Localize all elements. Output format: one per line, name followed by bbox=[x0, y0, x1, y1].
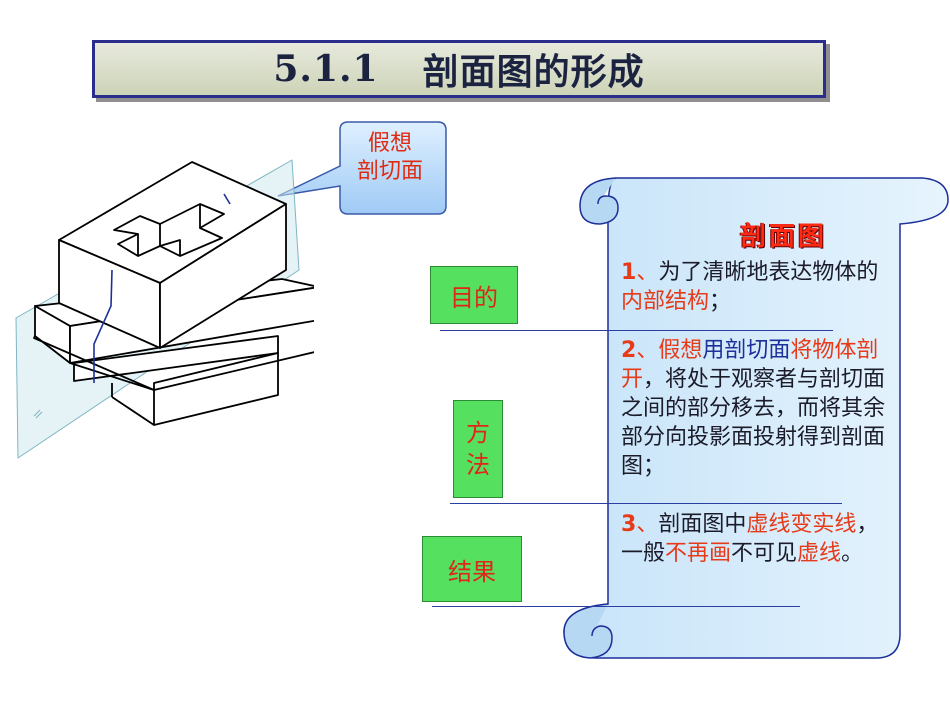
item-1-text-2: 内部结构 bbox=[621, 289, 710, 314]
scroll-panel bbox=[563, 177, 949, 659]
label-result: 结果 bbox=[422, 536, 522, 602]
label-method-char-2: 法 bbox=[466, 451, 490, 479]
item-3-text-2: 虚线变实线 bbox=[746, 512, 857, 537]
callout-bubble bbox=[277, 121, 447, 215]
callout-line-2: 剖切面 bbox=[356, 159, 423, 184]
item-2-text-4: ，将处于观察者与剖切面之间的部分移去，而将其余部分向投影面投射得到剖面图； bbox=[621, 367, 886, 479]
divider-result bbox=[432, 606, 800, 607]
scroll-item-2: 2、假想用剖切面将物体剖开，将处于观察者与剖切面之间的部分移去，而将其余部分向投… bbox=[621, 336, 893, 481]
item-3-text-6: 虚线 bbox=[797, 541, 842, 566]
page-title: 剖面图的形成 bbox=[422, 51, 645, 93]
scroll-item-1: 1、为了清晰地表达物体的内部结构； bbox=[621, 258, 893, 316]
title-bar: 5.1.1 剖面图的形成 bbox=[92, 40, 826, 98]
item-1-number: 1 bbox=[621, 260, 637, 285]
item-3-text-7: 。 bbox=[841, 541, 864, 566]
scroll-item-3: 3、剖面图中虚线变实线，一般不再画不可见虚线。 bbox=[621, 510, 893, 568]
title-number: 5.1.1 bbox=[273, 48, 379, 90]
sectioned-block-drawing bbox=[15, 159, 314, 459]
item-3-text-5: 不可见 bbox=[731, 541, 798, 566]
item-3-number: 3 bbox=[621, 512, 637, 537]
scroll-heading: 剖面图 bbox=[740, 222, 828, 252]
item-3-text-1: 剖面图中 bbox=[658, 512, 747, 537]
callout-line-1: 假想 bbox=[367, 131, 412, 156]
item-3-text-3: ，一般 bbox=[621, 512, 879, 566]
item-2-text-1: 假想 bbox=[658, 338, 703, 363]
item-2-sep: 、 bbox=[636, 338, 659, 363]
item-3-sep: 、 bbox=[636, 512, 659, 537]
item-2-text-2: 用剖切面 bbox=[702, 338, 791, 363]
item-1-text-1: 为了清晰地表达物体的 bbox=[658, 260, 879, 285]
item-2-number: 2 bbox=[621, 338, 637, 363]
divider-purpose bbox=[440, 330, 833, 331]
label-method: 方 法 bbox=[453, 400, 503, 498]
item-3-text-4: 不再画 bbox=[665, 541, 732, 566]
divider-method bbox=[450, 503, 842, 504]
item-1-text-3: ； bbox=[709, 289, 732, 314]
callout-label: 假想 剖切面 bbox=[335, 130, 445, 186]
label-method-char-1: 方 bbox=[466, 419, 490, 447]
label-purpose: 目的 bbox=[430, 266, 518, 324]
item-1-sep: 、 bbox=[636, 260, 659, 285]
item-2-text-3: 将物体剖开 bbox=[621, 338, 879, 392]
